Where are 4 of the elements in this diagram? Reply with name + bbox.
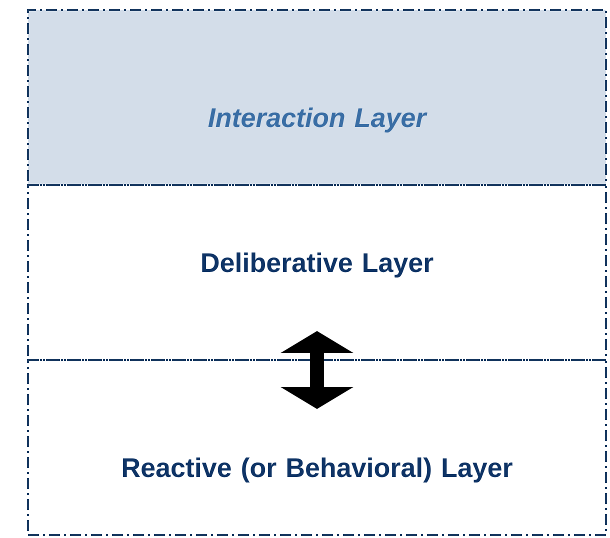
layer-box: Interaction Layer [27, 9, 607, 186]
double-arrow [280, 331, 354, 409]
layer-box: Deliberative Layer [27, 184, 607, 361]
layer-box: Reactive (or Behavioral) Layer [27, 359, 607, 536]
